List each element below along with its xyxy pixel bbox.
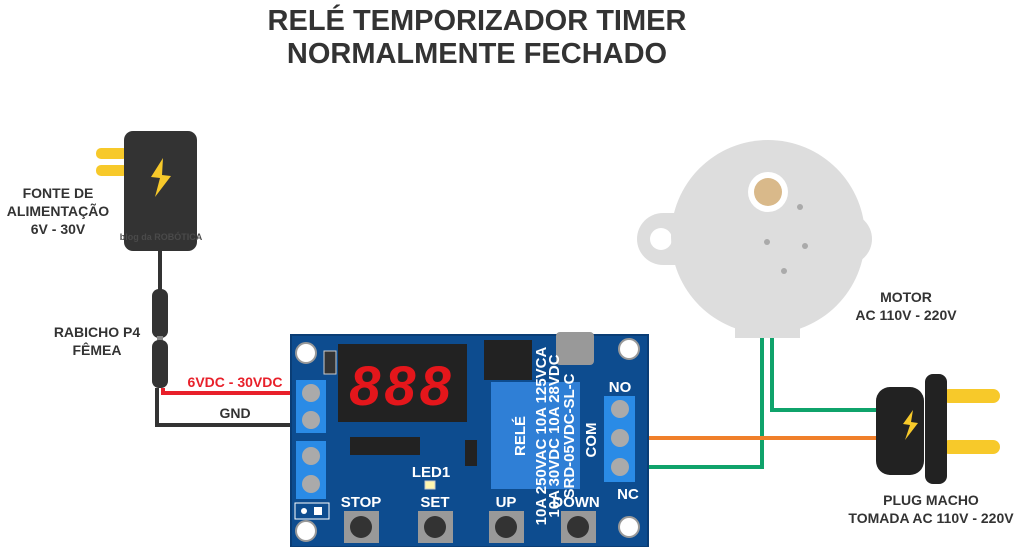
button-down[interactable]: DOWN <box>552 494 600 543</box>
prong <box>942 389 1000 403</box>
button-stop-label: STOP <box>341 494 382 511</box>
motor-label-1: MOTOR <box>880 289 932 305</box>
plug-label-1: PLUG MACHO <box>883 492 979 508</box>
smd-component <box>323 350 337 375</box>
plug-label-2: TOMADA AC 110V - 220V <box>848 510 1014 526</box>
power-supply-label-3: 6V - 30V <box>31 221 86 237</box>
gnd-wire-label: GND <box>219 405 250 421</box>
mount-hole <box>618 516 640 538</box>
prong <box>942 440 1000 454</box>
mount-hole <box>618 338 640 360</box>
terminal-nc-label: NC <box>617 486 639 503</box>
lightning-icon <box>151 158 171 197</box>
ac-motor <box>637 140 872 338</box>
seven-segment-display <box>338 344 467 422</box>
title-line1: RELÉ TEMPORIZADOR TIMER <box>268 3 687 37</box>
motor-shaft <box>754 178 782 206</box>
button-up[interactable]: UP <box>489 494 524 543</box>
positive-wire-label: 6VDC - 30VDC <box>188 374 283 390</box>
prong <box>96 148 128 159</box>
power-wires <box>155 250 296 427</box>
button-up-label: UP <box>496 494 517 511</box>
power-supply-label-1: FONTE DE <box>23 185 94 201</box>
p4-cable <box>152 289 168 388</box>
relay-spec-1: 10A 250VAC 10A 125VCA <box>533 346 550 525</box>
terminal-com-label: COM <box>583 423 600 458</box>
relay-model: SRD-05VDC-SL-C <box>561 373 578 498</box>
green-wire-motor-nc <box>632 335 764 469</box>
regulator-chip <box>484 340 532 380</box>
button-stop[interactable]: STOP <box>341 494 382 543</box>
power-supply-label-2: ALIMENTAÇÃO <box>7 202 110 219</box>
cable-label-1: RABICHO P4 <box>54 324 141 340</box>
motor-label-2: AC 110V - 220V <box>855 307 957 323</box>
display-digits: 888 <box>349 354 454 417</box>
relay-module <box>491 382 580 489</box>
button-down-label: DOWN <box>552 494 600 511</box>
gnd-wire <box>155 388 296 427</box>
ic-chip <box>350 437 420 455</box>
power-supply-adapter: blog da ROBÓTICA <box>96 131 203 251</box>
input-terminal-block <box>296 380 326 499</box>
diode <box>465 440 477 466</box>
button-set[interactable]: SET <box>418 494 453 543</box>
positive-wire <box>161 388 296 395</box>
mount-hole <box>295 520 317 542</box>
output-terminal-block <box>604 396 635 482</box>
ac-plug <box>876 374 1000 484</box>
button-set-label: SET <box>420 494 449 511</box>
adapter-body <box>124 131 197 251</box>
lightning-icon <box>903 410 918 440</box>
micro-usb-port <box>556 332 594 365</box>
prong <box>96 165 128 176</box>
adapter-logo: blog da ROBÓTICA <box>120 231 203 242</box>
relay-spec-2: 10A 30VDC 10A 28VDC <box>546 354 563 517</box>
mount-hole <box>295 342 317 364</box>
green-wire-motor-plug <box>770 335 882 412</box>
cable-label-2: FÊMEA <box>73 341 122 358</box>
led-label: LED1 <box>412 464 450 481</box>
title-line2: NORMALMENTE FECHADO <box>287 38 667 70</box>
relay-title: RELÉ <box>512 416 529 456</box>
ac-wires <box>632 335 882 469</box>
jumper-header <box>294 502 330 520</box>
terminal-no-label: NO <box>609 379 632 396</box>
led-indicator <box>424 480 436 490</box>
